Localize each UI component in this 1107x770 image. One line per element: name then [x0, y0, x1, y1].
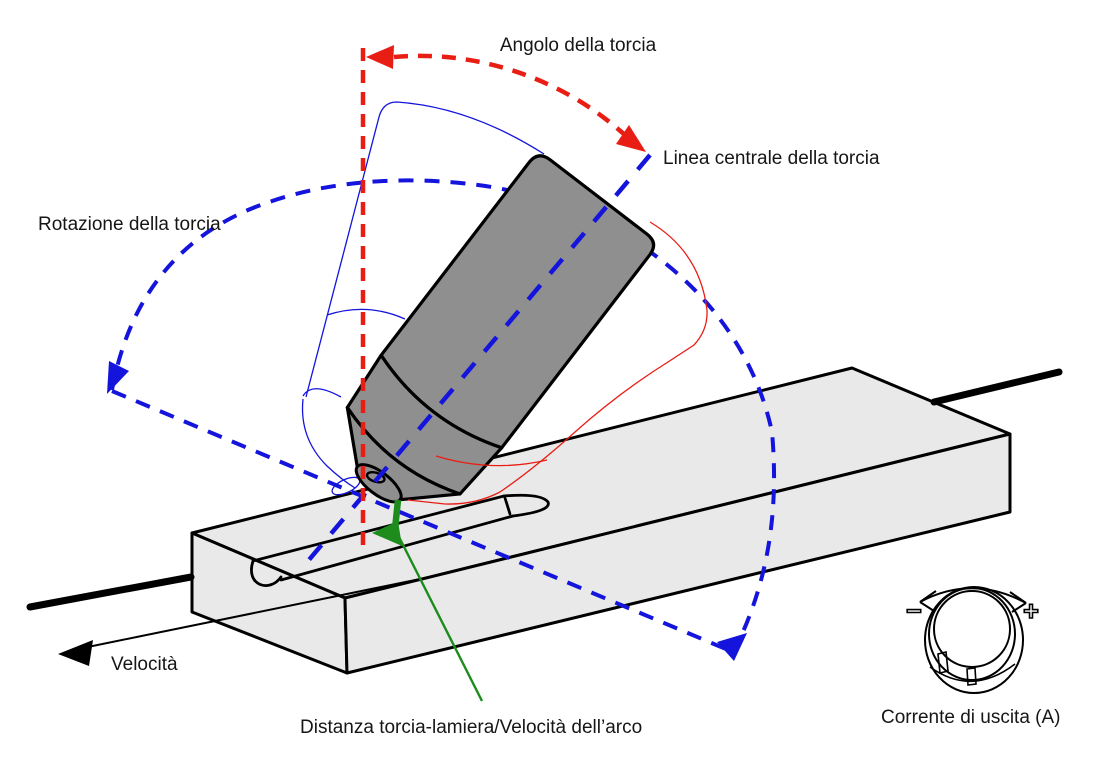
ghost-blue-shoulder: [302, 388, 342, 398]
knob-skirt-line: [929, 663, 1016, 683]
gouge-groove: [250, 493, 550, 587]
output-current-knob-icon: [919, 586, 1027, 694]
rod-right-segment: [930, 368, 1063, 406]
knob-tab-right: [966, 667, 977, 686]
rotation-chord-line: [111, 389, 734, 654]
angle-arc: [393, 53, 628, 138]
workpiece-block: [190, 366, 1012, 675]
knob-skirt: [924, 586, 1024, 694]
groove-right-end: [502, 493, 550, 518]
rotation-left-arrowhead-icon: [107, 361, 129, 394]
rotation-arrowheads: [107, 361, 747, 661]
minus-icon: −: [906, 596, 922, 626]
angle-label: Angolo della torcia: [500, 35, 657, 56]
knob-top: [933, 590, 1011, 668]
rotation-right-arrowhead-icon: [717, 633, 747, 661]
ghost-blue-nozzle: [301, 398, 356, 489]
angle-left-arrowhead-icon: [366, 45, 394, 69]
output-current-label: Corrente di uscita (A): [881, 707, 1061, 728]
standoff-leader-line: [394, 530, 484, 702]
rotation-label: Rotazione della torcia: [38, 214, 221, 235]
speed-indicator: Velocità: [58, 576, 431, 675]
speed-arrowhead-icon: [58, 640, 93, 666]
ghost-blue-silhouette: [305, 101, 545, 398]
ghost-torch-red: [407, 221, 708, 505]
standoff-arrowhead-icon: [372, 521, 402, 546]
speed-arrow-line: [77, 576, 431, 650]
groove-far-edge: [251, 494, 506, 563]
plus-icon: +: [1023, 596, 1039, 626]
angle-arrowheads: [366, 45, 646, 152]
ghost-red-band: [435, 455, 548, 467]
ghost-red-silhouette: [407, 221, 708, 505]
knob-arrow-right-head-icon: [1009, 591, 1027, 613]
centerline-label: Linea centrale della torcia: [663, 148, 880, 169]
knob-arrow-left-head-icon: [919, 590, 937, 612]
rod-left-segment: [26, 573, 195, 611]
angle-right-arrowhead-icon: [616, 125, 646, 152]
angle-indicator: [360, 48, 628, 545]
speed-label: Velocità: [111, 654, 178, 675]
standoff-label: Distanza torcia-lamiera/Velocità dell’ar…: [300, 717, 642, 738]
knob-rotation-arrow: [919, 587, 1027, 604]
knob-tab-left: [937, 651, 949, 674]
groove-end-wall: [503, 496, 512, 516]
ghost-blue-band: [326, 308, 406, 320]
cut-line-rod: [26, 368, 1063, 611]
groove-near-edge: [279, 514, 515, 582]
workpiece-front-face: [343, 432, 1012, 675]
groove-left-notch: [250, 559, 283, 587]
